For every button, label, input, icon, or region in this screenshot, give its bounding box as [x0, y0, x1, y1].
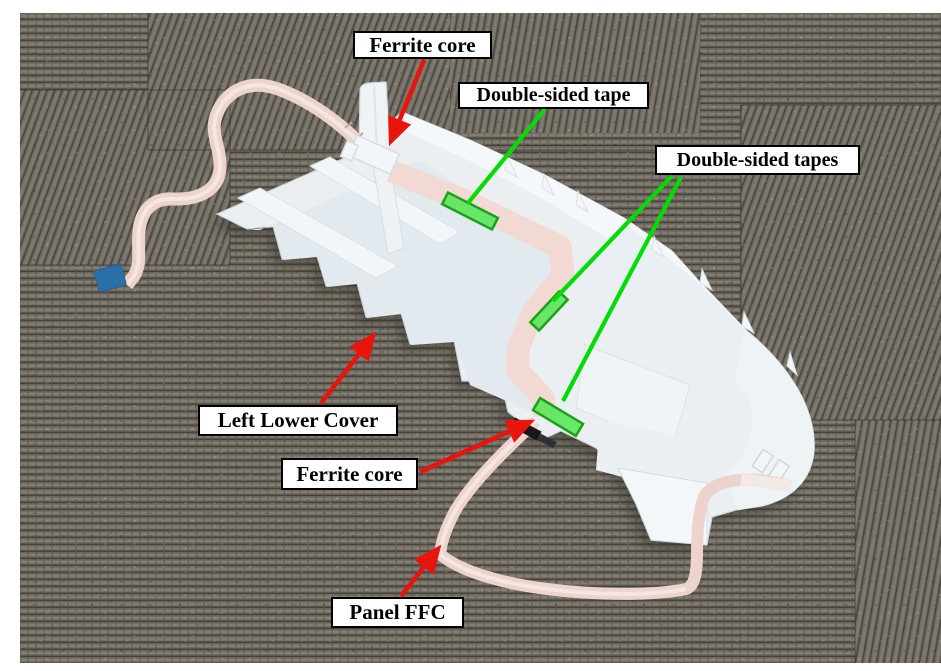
- leader-double-sided-tapes-2: [561, 176, 683, 402]
- callout-label: Double-sided tape: [476, 84, 631, 106]
- leader-double-sided-tape: [466, 107, 547, 205]
- panel-ffc-ribbon-cable-lower: [434, 416, 793, 600]
- callout-ferrite-core-top: Ferrite core: [353, 31, 492, 59]
- red-arrows: [319, 59, 536, 598]
- ffc-routing-pink-band: [386, 160, 575, 418]
- callout-label: Ferrite core: [296, 461, 403, 486]
- double-sided-tape-highlight-1: [440, 190, 500, 232]
- arrow-ferrite-core-bottom: [419, 419, 536, 475]
- callout-left-lower-cover: Left Lower Cover: [198, 405, 398, 436]
- cover-rib-fins: [504, 154, 799, 377]
- carpet-seams: [20, 13, 941, 663]
- callout-double-sided-tapes: Double-sided tapes: [655, 145, 860, 175]
- leader-double-sided-tapes-1: [551, 174, 674, 303]
- cover-flag-wall: [358, 81, 391, 158]
- arrow-left-lower-cover: [319, 331, 377, 405]
- callout-label: Left Lower Cover: [217, 408, 379, 432]
- ferrite-core-clip-top: [339, 134, 401, 176]
- green-leader-lines: [466, 107, 683, 402]
- callout-label: Panel FFC: [349, 600, 446, 624]
- callout-double-sided-tape: Double-sided tape: [458, 82, 649, 109]
- double-sided-tape-highlight-3: [531, 396, 585, 438]
- callout-label: Ferrite core: [369, 32, 476, 57]
- callout-ferrite-core-bottom: Ferrite core: [281, 458, 418, 490]
- arrow-panel-ffc: [399, 544, 442, 598]
- arrow-ferrite-core-top: [388, 59, 427, 147]
- panel-ffc-ribbon-cable-upper: [93, 78, 380, 293]
- callout-panel-ffc: Panel FFC: [331, 597, 464, 628]
- left-lower-cover-part: [215, 81, 815, 546]
- callout-label: Double-sided tapes: [676, 148, 839, 171]
- blue-ffc-connector-stiffener: [93, 263, 127, 293]
- double-sided-tape-highlight-2: [528, 289, 570, 333]
